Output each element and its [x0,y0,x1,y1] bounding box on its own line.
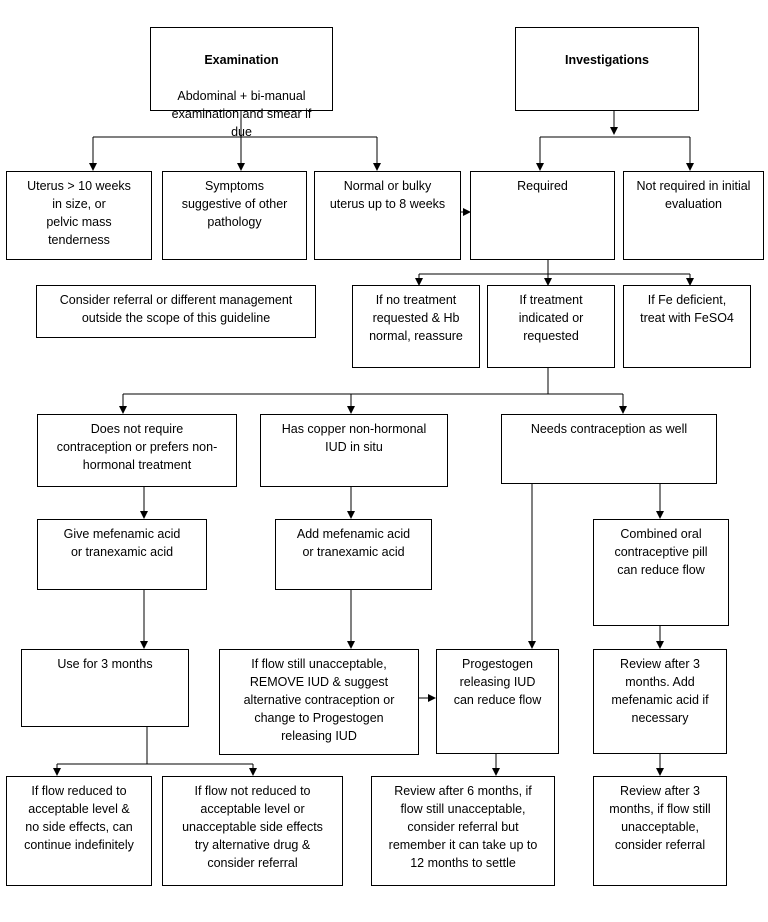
examination-title: Examination [204,53,279,67]
normal-bulky-box: Normal or bulky uterus up to 8 weeks [314,171,461,260]
combined-pill-box: Combined oral contraceptive pill can red… [593,519,729,626]
examination-text: Abdominal + bi-manual examination and sm… [171,89,312,139]
consider-referral-box: Consider referral or different managemen… [36,285,316,338]
needs-contraception-box: Needs contraception as well [501,414,717,484]
review-6-months-box: Review after 6 months, if flow still una… [371,776,555,886]
review-3-months-referral-box: Review after 3 months, if flow still una… [593,776,727,886]
review-3-months-add-box: Review after 3 months. Add mefenamic aci… [593,649,727,754]
symptoms-other-box: Symptoms suggestive of other pathology [162,171,307,260]
copper-iud-box: Has copper non-hormonal IUD in situ [260,414,448,487]
progestogen-iud-box: Progestogen releasing IUD can reduce flo… [436,649,559,754]
uterus-large-box: Uterus > 10 weeks in size, or pelvic mas… [6,171,152,260]
examination-box: Examination Abdominal + bi-manual examin… [150,27,333,139]
add-mefenamic-box: Add mefenamic acid or tranexamic acid [275,519,432,590]
use-3-months-box: Use for 3 months [21,649,189,727]
give-mefenamic-box: Give mefenamic acid or tranexamic acid [37,519,207,590]
required-box: Required [470,171,615,260]
remove-iud-box: If flow still unacceptable, REMOVE IUD &… [219,649,419,755]
flow-not-reduced-box: If flow not reduced to acceptable level … [162,776,343,886]
fe-deficient-box: If Fe deficient, treat with FeSO4 [623,285,751,368]
no-contraception-box: Does not require contraception or prefer… [37,414,237,487]
investigations-title: Investigations [564,53,650,67]
investigations-box: Investigations [515,27,699,111]
treatment-indicated-box: If treatment indicated or requested [487,285,615,368]
flow-reduced-box: If flow reduced to acceptable level & no… [6,776,152,886]
not-required-box: Not required in initial evaluation [623,171,764,260]
no-treatment-box: If no treatment requested & Hb normal, r… [352,285,480,368]
